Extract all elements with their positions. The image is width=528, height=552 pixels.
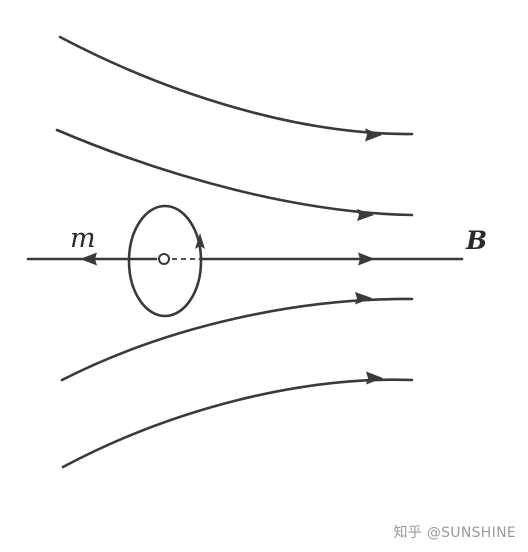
field-line-4 — [61, 378, 414, 469]
field-line-1-arrow — [365, 128, 382, 142]
current-loop — [127, 204, 203, 318]
field-line-3 — [60, 297, 414, 382]
field-line-1 — [58, 35, 414, 136]
label-m: m — [70, 223, 96, 254]
field-line-2-arrow — [357, 209, 374, 221]
loop-direction-arrow — [195, 233, 205, 249]
moment-arrow — [80, 252, 97, 266]
field-line-3-arrow — [355, 292, 372, 305]
axis-arrow — [358, 252, 375, 266]
watermark: 知乎 @SUNSHINE — [393, 525, 516, 541]
field-line-2 — [55, 128, 414, 217]
label-B: B — [465, 226, 487, 255]
loop-center-dot — [158, 253, 170, 265]
field-line-4-arrow — [366, 371, 383, 385]
